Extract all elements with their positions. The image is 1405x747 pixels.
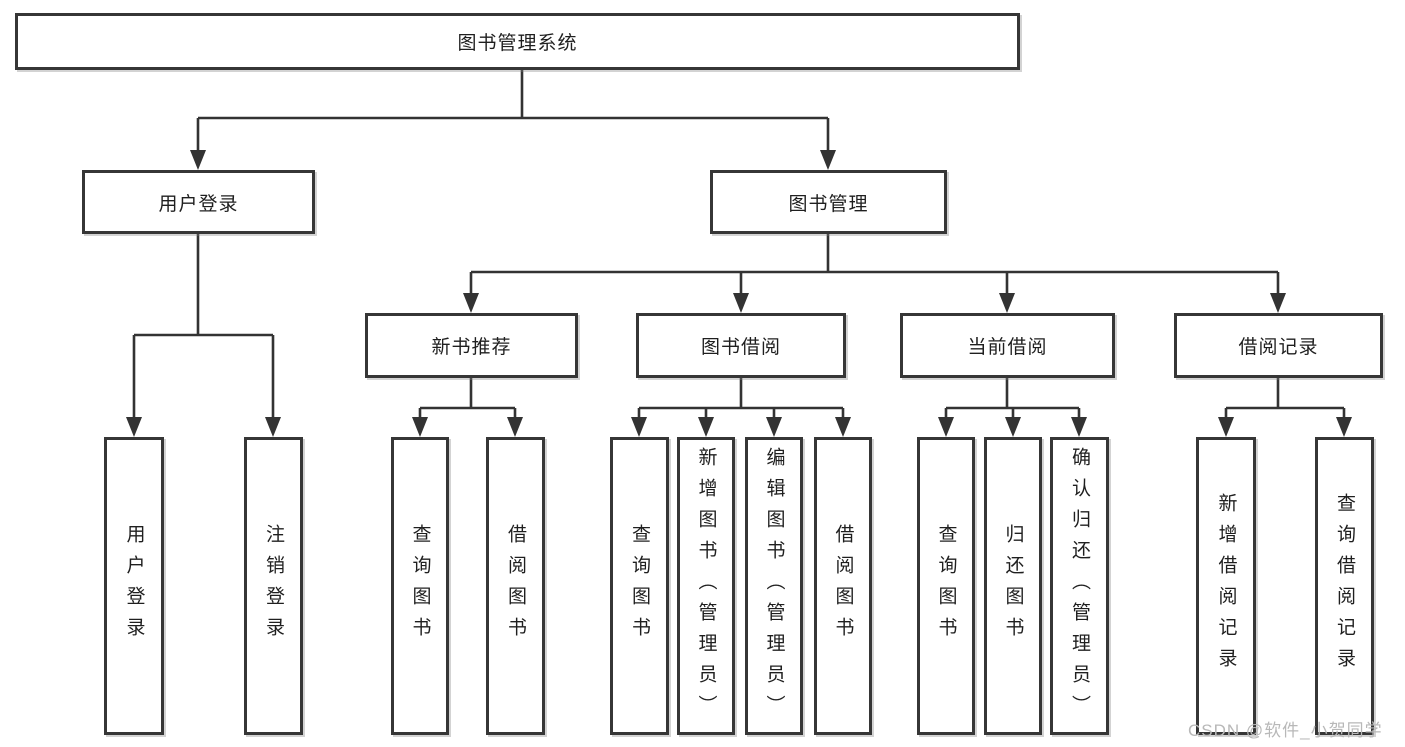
node-label: 新增图书（管理员） xyxy=(695,446,717,726)
node-library-management-system: 图书管理系统 xyxy=(15,13,1020,70)
leaf-user-login: 用户登录 xyxy=(104,437,164,735)
node-label: 注销登录 xyxy=(263,524,284,648)
leaf-borrow-books-recommend: 借阅图书 xyxy=(486,437,545,735)
node-label: 新增借阅记录 xyxy=(1215,493,1237,679)
watermark: CSDN @软件_小贺同学 xyxy=(1188,721,1383,740)
node-new-book-recommendation: 新书推荐 xyxy=(365,313,578,378)
node-user-login: 用户登录 xyxy=(82,170,315,234)
leaf-query-books-current: 查询图书 xyxy=(917,437,975,735)
node-book-management: 图书管理 xyxy=(710,170,947,234)
node-label: 借阅记录 xyxy=(1238,337,1319,358)
leaf-edit-book-admin: 编辑图书（管理员） xyxy=(745,437,803,735)
node-label: 查询图书 xyxy=(935,524,957,648)
node-label: 确认归还（管理员） xyxy=(1069,446,1090,726)
node-book-borrowing: 图书借阅 xyxy=(636,313,846,378)
node-borrowing-records: 借阅记录 xyxy=(1174,313,1383,378)
node-label: 新书推荐 xyxy=(431,337,512,358)
node-label: 归还图书 xyxy=(1002,524,1024,648)
leaf-add-borrow-record: 新增借阅记录 xyxy=(1196,437,1256,735)
node-label: 借阅图书 xyxy=(832,524,854,648)
leaf-confirm-return-admin: 确认归还（管理员） xyxy=(1050,437,1109,735)
leaf-add-book-admin: 新增图书（管理员） xyxy=(677,437,735,735)
node-label: 查询图书 xyxy=(629,524,650,648)
leaf-query-borrow-record: 查询借阅记录 xyxy=(1315,437,1374,735)
leaf-borrow-books: 借阅图书 xyxy=(814,437,872,735)
node-label: 借阅图书 xyxy=(505,524,526,648)
node-label: 图书管理系统 xyxy=(457,33,578,54)
node-label: 编辑图书（管理员） xyxy=(763,446,785,726)
node-label: 查询借阅记录 xyxy=(1334,493,1355,679)
node-label: 当前借阅 xyxy=(967,337,1048,358)
node-label: 图书借阅 xyxy=(700,337,781,358)
node-label: 用户登录 xyxy=(158,193,239,215)
leaf-logout: 注销登录 xyxy=(244,437,303,735)
leaf-return-book: 归还图书 xyxy=(984,437,1042,735)
node-label: 图书管理 xyxy=(788,193,869,215)
node-current-borrowing: 当前借阅 xyxy=(900,313,1115,378)
leaf-query-books-borrowing: 查询图书 xyxy=(610,437,669,735)
node-label: 用户登录 xyxy=(123,524,145,648)
node-label: 查询图书 xyxy=(409,524,431,648)
leaf-query-books-recommend: 查询图书 xyxy=(391,437,449,735)
